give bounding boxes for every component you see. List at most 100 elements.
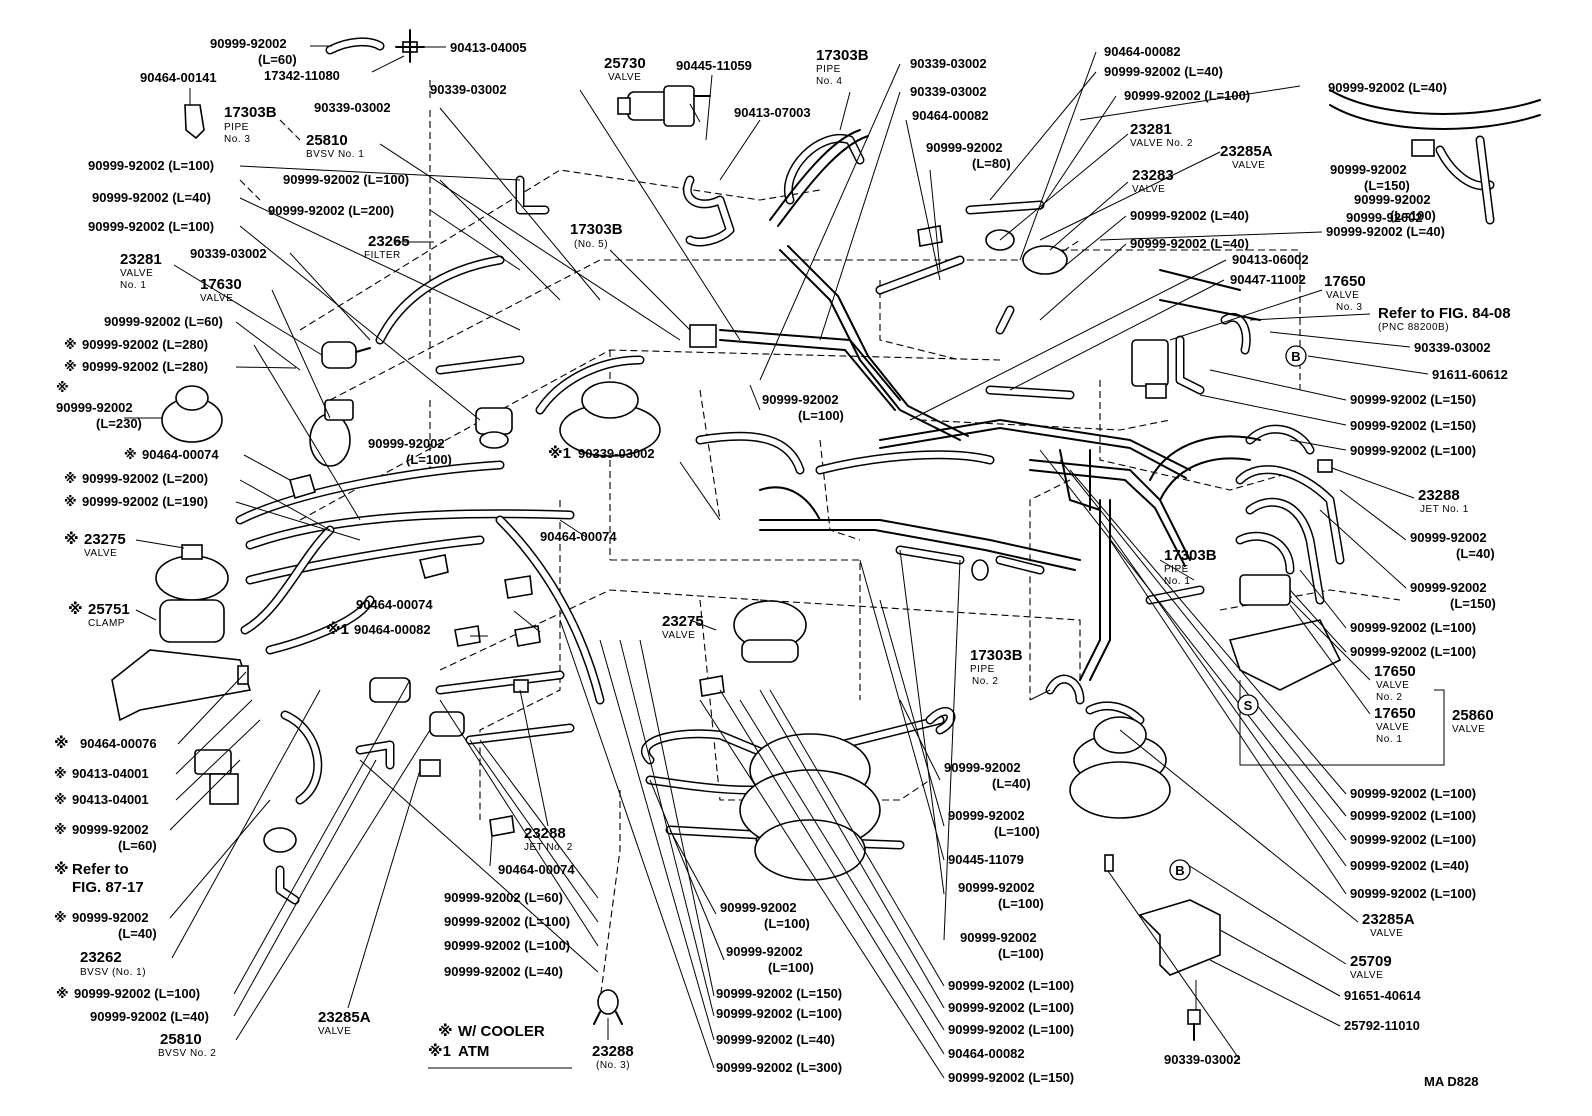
callout-c64[interactable]: 90999-92002 (L=40) — [716, 1032, 835, 1047]
callout-c104[interactable]: 90999-92002 (L=100) — [948, 978, 1074, 993]
callout-c12[interactable]: 90999-92002 (L=100) — [88, 219, 214, 234]
callout-c1[interactable]: 90999-92002 (L=60) — [210, 36, 297, 67]
callout-c21[interactable]: 90999-92002 (L=100) — [368, 436, 452, 467]
callout-c102[interactable]: 90999-92002 (L=100) — [958, 880, 1044, 911]
callout-c114[interactable]: 23285A VALVE — [1362, 911, 1415, 939]
callout-c51[interactable]: 90464-00074 — [356, 597, 433, 612]
callout-c32[interactable]: ※ 90999-92002 (L=40) — [54, 910, 157, 941]
callout-c66[interactable]: 90999-92002 (L=80) — [926, 140, 1011, 171]
callout-c72[interactable]: 23283 VALVE — [1132, 167, 1174, 195]
callout-c111[interactable]: 90999-92002 (L=100) — [1350, 832, 1476, 847]
callout-c70[interactable]: 23281 VALVE No. 2 — [1130, 121, 1193, 149]
callout-c10[interactable]: 90999-92002 (L=40) — [92, 190, 211, 205]
callout-c68[interactable]: 90999-92002 (L=40) — [1104, 64, 1223, 79]
callout-c2[interactable]: 90413-04005 — [450, 40, 527, 55]
callout-c58[interactable]: 90999-92002 (L=100) — [444, 938, 570, 953]
callout-c99[interactable]: 90999-92002 (L=40) — [944, 760, 1031, 791]
callout-c15[interactable]: 23281 VALVE No. 1 — [120, 251, 162, 291]
callout-c86[interactable]: 90999-92002 (L=150) — [1410, 580, 1496, 611]
callout-c78[interactable]: Refer to FIG. 84-08 (PNC 88200B) — [1378, 305, 1511, 333]
callout-c39[interactable]: 25730 VALVE — [604, 55, 646, 83]
callout-c117[interactable]: 25792-11010 — [1344, 1018, 1420, 1033]
callout-c49[interactable]: ※1 90339-03002 — [548, 444, 655, 462]
callout-c73[interactable]: 90999-92002 (L=40) — [1130, 208, 1249, 223]
callout-c23[interactable]: ※ 90999-92002 (L=200) — [64, 471, 208, 486]
callout-c4[interactable]: 90464-00141 — [140, 70, 217, 85]
callout-c115[interactable]: 25709 VALVE — [1350, 953, 1392, 981]
callout-c41[interactable]: 90339-03002 — [430, 82, 507, 97]
callout-c47[interactable]: 90464-00082 — [912, 108, 989, 123]
callout-c69[interactable]: 90999-92002 (L=100) — [1124, 88, 1250, 103]
callout-c95[interactable]: 90999-92002 (L=100) — [1354, 192, 1436, 223]
callout-c44[interactable]: 17303B PIPE No. 4 — [816, 47, 869, 87]
callout-c83[interactable]: 90999-92002 (L=100) — [1350, 443, 1476, 458]
callout-c33[interactable]: 23262 BVSV (No. 1) — [80, 949, 146, 978]
callout-c103[interactable]: 90999-92002 (L=100) — [960, 930, 1044, 961]
callout-c109[interactable]: 90999-92002 (L=100) — [1350, 786, 1476, 801]
callout-c97[interactable]: 17303B PIPE No. 1 — [1164, 547, 1217, 587]
callout-c18[interactable]: ※ 90999-92002 (L=280) — [64, 337, 208, 352]
callout-c27[interactable]: ※ 90464-00076 — [54, 734, 157, 752]
callout-c65[interactable]: 90999-92002 (L=300) — [716, 1060, 842, 1075]
callout-c7[interactable]: 25810 BVSV No. 1 — [306, 132, 364, 160]
callout-c96[interactable]: 90999-92002 — [1346, 210, 1423, 225]
callout-c76[interactable]: 90447-11002 — [1230, 272, 1306, 287]
callout-c11[interactable]: 90999-92002 (L=200) — [268, 203, 394, 218]
callout-c87[interactable]: 90999-92002 (L=100) — [1350, 620, 1476, 635]
callout-c19[interactable]: ※ 90999-92002 (L=280) — [64, 359, 208, 374]
callout-c6[interactable]: 90339-03002 — [314, 100, 391, 115]
callout-c94[interactable]: 90999-92002 (L=150) — [1330, 162, 1410, 193]
callout-c63[interactable]: 90999-92002 (L=100) — [716, 1006, 842, 1021]
callout-c108[interactable]: 90999-92002 (L=150) — [948, 1070, 1074, 1085]
callout-c56[interactable]: 90999-92002 (L=60) — [444, 890, 563, 905]
callout-c98[interactable]: 17303B PIPE No. 2 — [970, 647, 1023, 687]
callout-c77[interactable]: 17650 VALVE No. 3 — [1324, 273, 1366, 313]
callout-c13[interactable]: 23265 FILTER — [364, 233, 410, 261]
callout-c42[interactable]: 90413-07003 — [734, 105, 811, 120]
callout-c89[interactable]: 17650 VALVE No. 2 — [1374, 663, 1416, 703]
callout-c38[interactable]: 23288 (No. 3) — [592, 1043, 634, 1071]
callout-c81[interactable]: 90999-92002 (L=150) — [1350, 392, 1476, 407]
callout-c54[interactable]: 23288 JET No. 2 — [524, 825, 573, 853]
callout-c61[interactable]: 90999-92002 (L=100) — [726, 944, 814, 975]
callout-c31[interactable]: ※ Refer to FIG. 87-17 — [54, 860, 144, 896]
callout-c35[interactable]: 90999-92002 (L=40) — [90, 1009, 209, 1024]
callout-c29[interactable]: ※ 90413-04001 — [54, 792, 149, 807]
callout-c30[interactable]: ※ 90999-92002 (L=60) — [54, 822, 157, 853]
callout-c74[interactable]: 90999-92002 (L=40) — [1130, 236, 1249, 251]
callout-c57[interactable]: 90999-92002 (L=100) — [444, 914, 570, 929]
callout-c62[interactable]: 90999-92002 (L=150) — [716, 986, 842, 1001]
callout-c8[interactable]: 90999-92002 (L=100) — [88, 158, 214, 173]
callout-c45[interactable]: 90339-03002 — [910, 56, 987, 71]
callout-c105[interactable]: 90999-92002 (L=100) — [948, 1000, 1074, 1015]
callout-c20[interactable]: ※ 90999-92002 (L=230) — [56, 380, 142, 431]
callout-c110[interactable]: 90999-92002 (L=100) — [1350, 808, 1476, 823]
callout-c9[interactable]: 90999-92002 (L=100) — [283, 172, 409, 187]
callout-c43[interactable]: 17303B (No. 5) — [570, 221, 623, 250]
callout-c25[interactable]: ※ 23275 VALVE — [64, 530, 126, 559]
callout-c79[interactable]: 90339-03002 — [1414, 340, 1491, 355]
callout-c16[interactable]: 17630 VALVE — [200, 276, 242, 304]
callout-c22[interactable]: ※ 90464-00074 — [124, 447, 219, 462]
callout-c34[interactable]: ※ 90999-92002 (L=100) — [56, 986, 200, 1001]
callout-c100[interactable]: 90999-92002 (L=100) — [948, 808, 1040, 839]
callout-c26[interactable]: ※ 25751 CLAMP — [68, 600, 130, 629]
callout-c75[interactable]: 90413-06002 — [1232, 252, 1309, 267]
callout-c67[interactable]: 90464-00082 — [1104, 44, 1181, 59]
callout-c36[interactable]: 25810 BVSV No. 2 — [158, 1031, 216, 1059]
callout-c60[interactable]: 90999-92002 (L=100) — [720, 900, 810, 931]
callout-c48[interactable]: 90999-92002 (L=100) — [762, 392, 844, 423]
callout-c107[interactable]: 90464-00082 — [948, 1046, 1025, 1061]
callout-c106[interactable]: 90999-92002 (L=100) — [948, 1022, 1074, 1037]
callout-c5[interactable]: 17303B PIPE No. 3 — [224, 104, 277, 145]
callout-c40[interactable]: 90445-11059 — [676, 58, 752, 73]
callout-c3[interactable]: 17342-11080 — [264, 68, 340, 83]
callout-c82[interactable]: 90999-92002 (L=150) — [1350, 418, 1476, 433]
callout-c91[interactable]: 25860 VALVE — [1452, 707, 1494, 735]
callout-c92[interactable]: 90999-92002 (L=40) — [1328, 80, 1447, 95]
callout-c85[interactable]: 90999-92002 (L=40) — [1410, 530, 1495, 561]
callout-c24[interactable]: ※ 90999-92002 (L=190) — [64, 494, 208, 509]
callout-c59[interactable]: 90999-92002 (L=40) — [444, 964, 563, 979]
callout-c28[interactable]: ※ 90413-04001 — [54, 766, 149, 781]
callout-c93[interactable]: 90999-92002 (L=40) — [1326, 224, 1445, 239]
